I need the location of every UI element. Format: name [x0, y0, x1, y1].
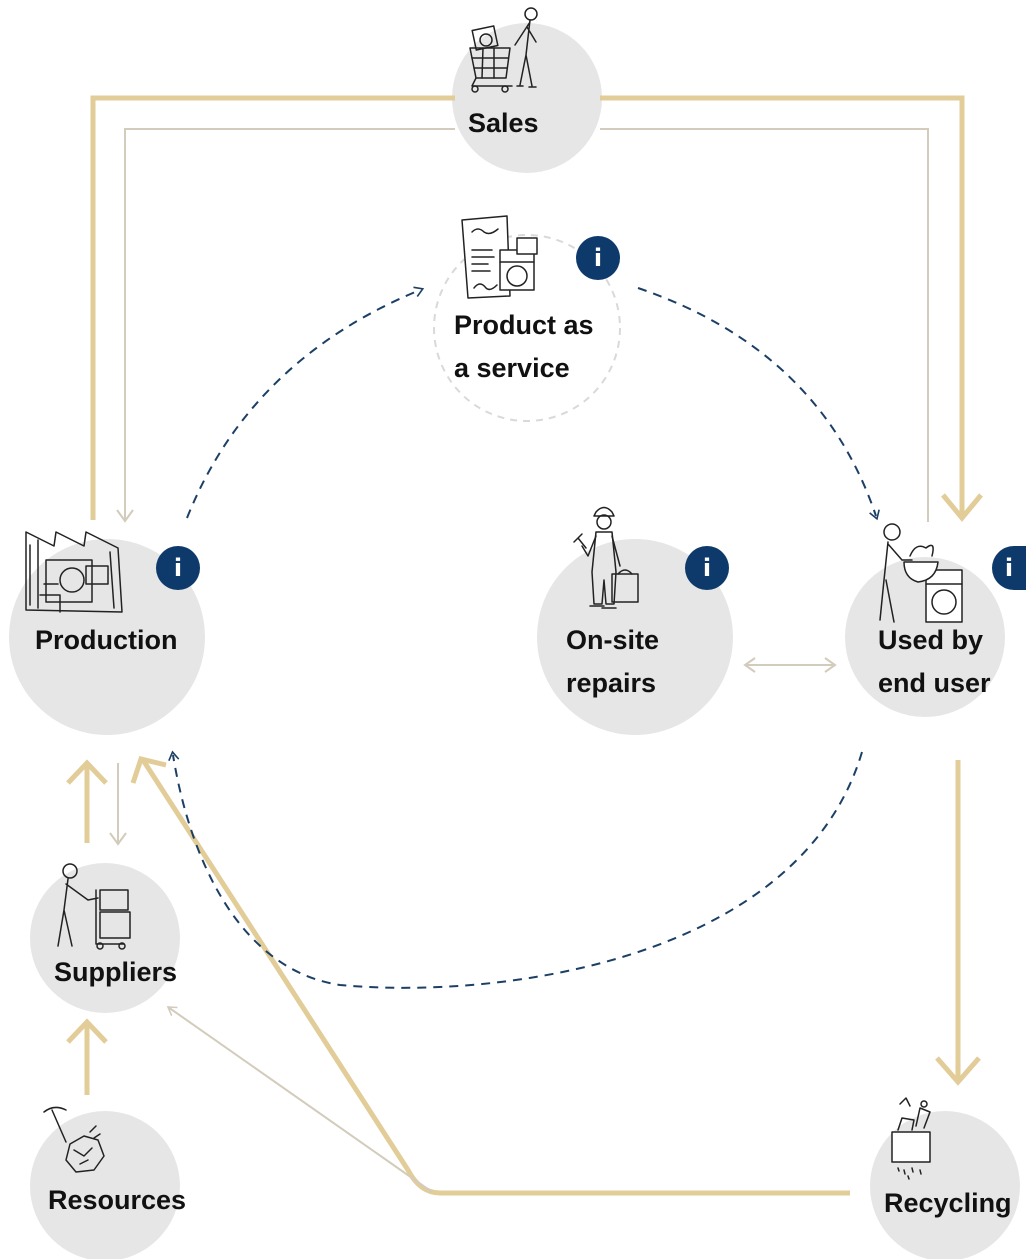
- resources-node: [30, 1111, 180, 1259]
- repairs-end-user-arrowhead-left: [743, 657, 756, 673]
- suppliers-to-production-arrowhead: [66, 759, 108, 785]
- recycling-to-suppliers-flow: [166, 1006, 433, 1193]
- resources-label: Resources: [48, 1185, 187, 1215]
- person-with-trolley-icon: [57, 863, 131, 950]
- onsite-repairs-label-line1: On-site: [566, 625, 660, 655]
- person-with-washing-machine-icon: [879, 523, 963, 623]
- sales-node: [452, 23, 602, 173]
- shopping-cart-icon: [469, 7, 538, 93]
- product-as-service-label: Product as a service: [454, 304, 594, 390]
- sales-to-end-user-flow: [600, 95, 965, 515]
- product-as-service-label-line2: a service: [454, 353, 570, 383]
- onsite-repairs-label: On-site repairs: [566, 619, 659, 705]
- recycling-label: Recycling: [884, 1188, 1012, 1218]
- end-user-info-button[interactable]: i: [992, 546, 1026, 590]
- pickaxe-ore-icon: [43, 1106, 105, 1173]
- product-as-service-node: [433, 234, 621, 422]
- suppliers-label: Suppliers: [54, 957, 178, 987]
- sales-return-arrowhead: [116, 509, 134, 523]
- sales-return-flow: [124, 128, 929, 522]
- production-node: [9, 539, 205, 735]
- production-to-suppliers-arrowhead: [109, 832, 127, 846]
- resources-to-suppliers-arrowhead: [66, 1018, 108, 1044]
- service-loop-production-to-service: [186, 286, 425, 519]
- recycling-to-production-flow: [140, 758, 850, 1196]
- onsite-repairs-node: [537, 539, 733, 735]
- onsite-repairs-label-line2: repairs: [566, 668, 657, 698]
- service-loop-service-to-end-user: [637, 287, 880, 521]
- sales-to-end-user-arrowhead: [941, 493, 983, 522]
- sales-label: Sales: [468, 108, 539, 138]
- repair-technician-icon: [573, 506, 639, 609]
- production-info-button[interactable]: i: [156, 546, 200, 590]
- end-user-label-line2: end user: [878, 668, 991, 698]
- product-as-service-info-button[interactable]: i: [576, 236, 620, 280]
- service-loop-end-user-to-production: [168, 750, 863, 989]
- end-user-label: Used by end user: [878, 619, 991, 705]
- repairs-end-user-arrowhead-right: [824, 657, 837, 673]
- shredder-icon: [891, 1097, 931, 1180]
- onsite-repairs-info-button[interactable]: i: [685, 546, 729, 590]
- production-label: Production: [35, 625, 178, 655]
- contract-icon: [461, 215, 538, 299]
- end-user-node: [845, 557, 1005, 717]
- recycling-to-production-arrowhead: [130, 756, 167, 784]
- end-user-label-line1: Used by: [878, 625, 984, 655]
- product-as-service-label-line1: Product as: [454, 310, 594, 340]
- production-to-sales-flow: [90, 95, 455, 520]
- factory-icon: [25, 531, 123, 613]
- end-user-to-recycling-arrowhead: [935, 1056, 981, 1086]
